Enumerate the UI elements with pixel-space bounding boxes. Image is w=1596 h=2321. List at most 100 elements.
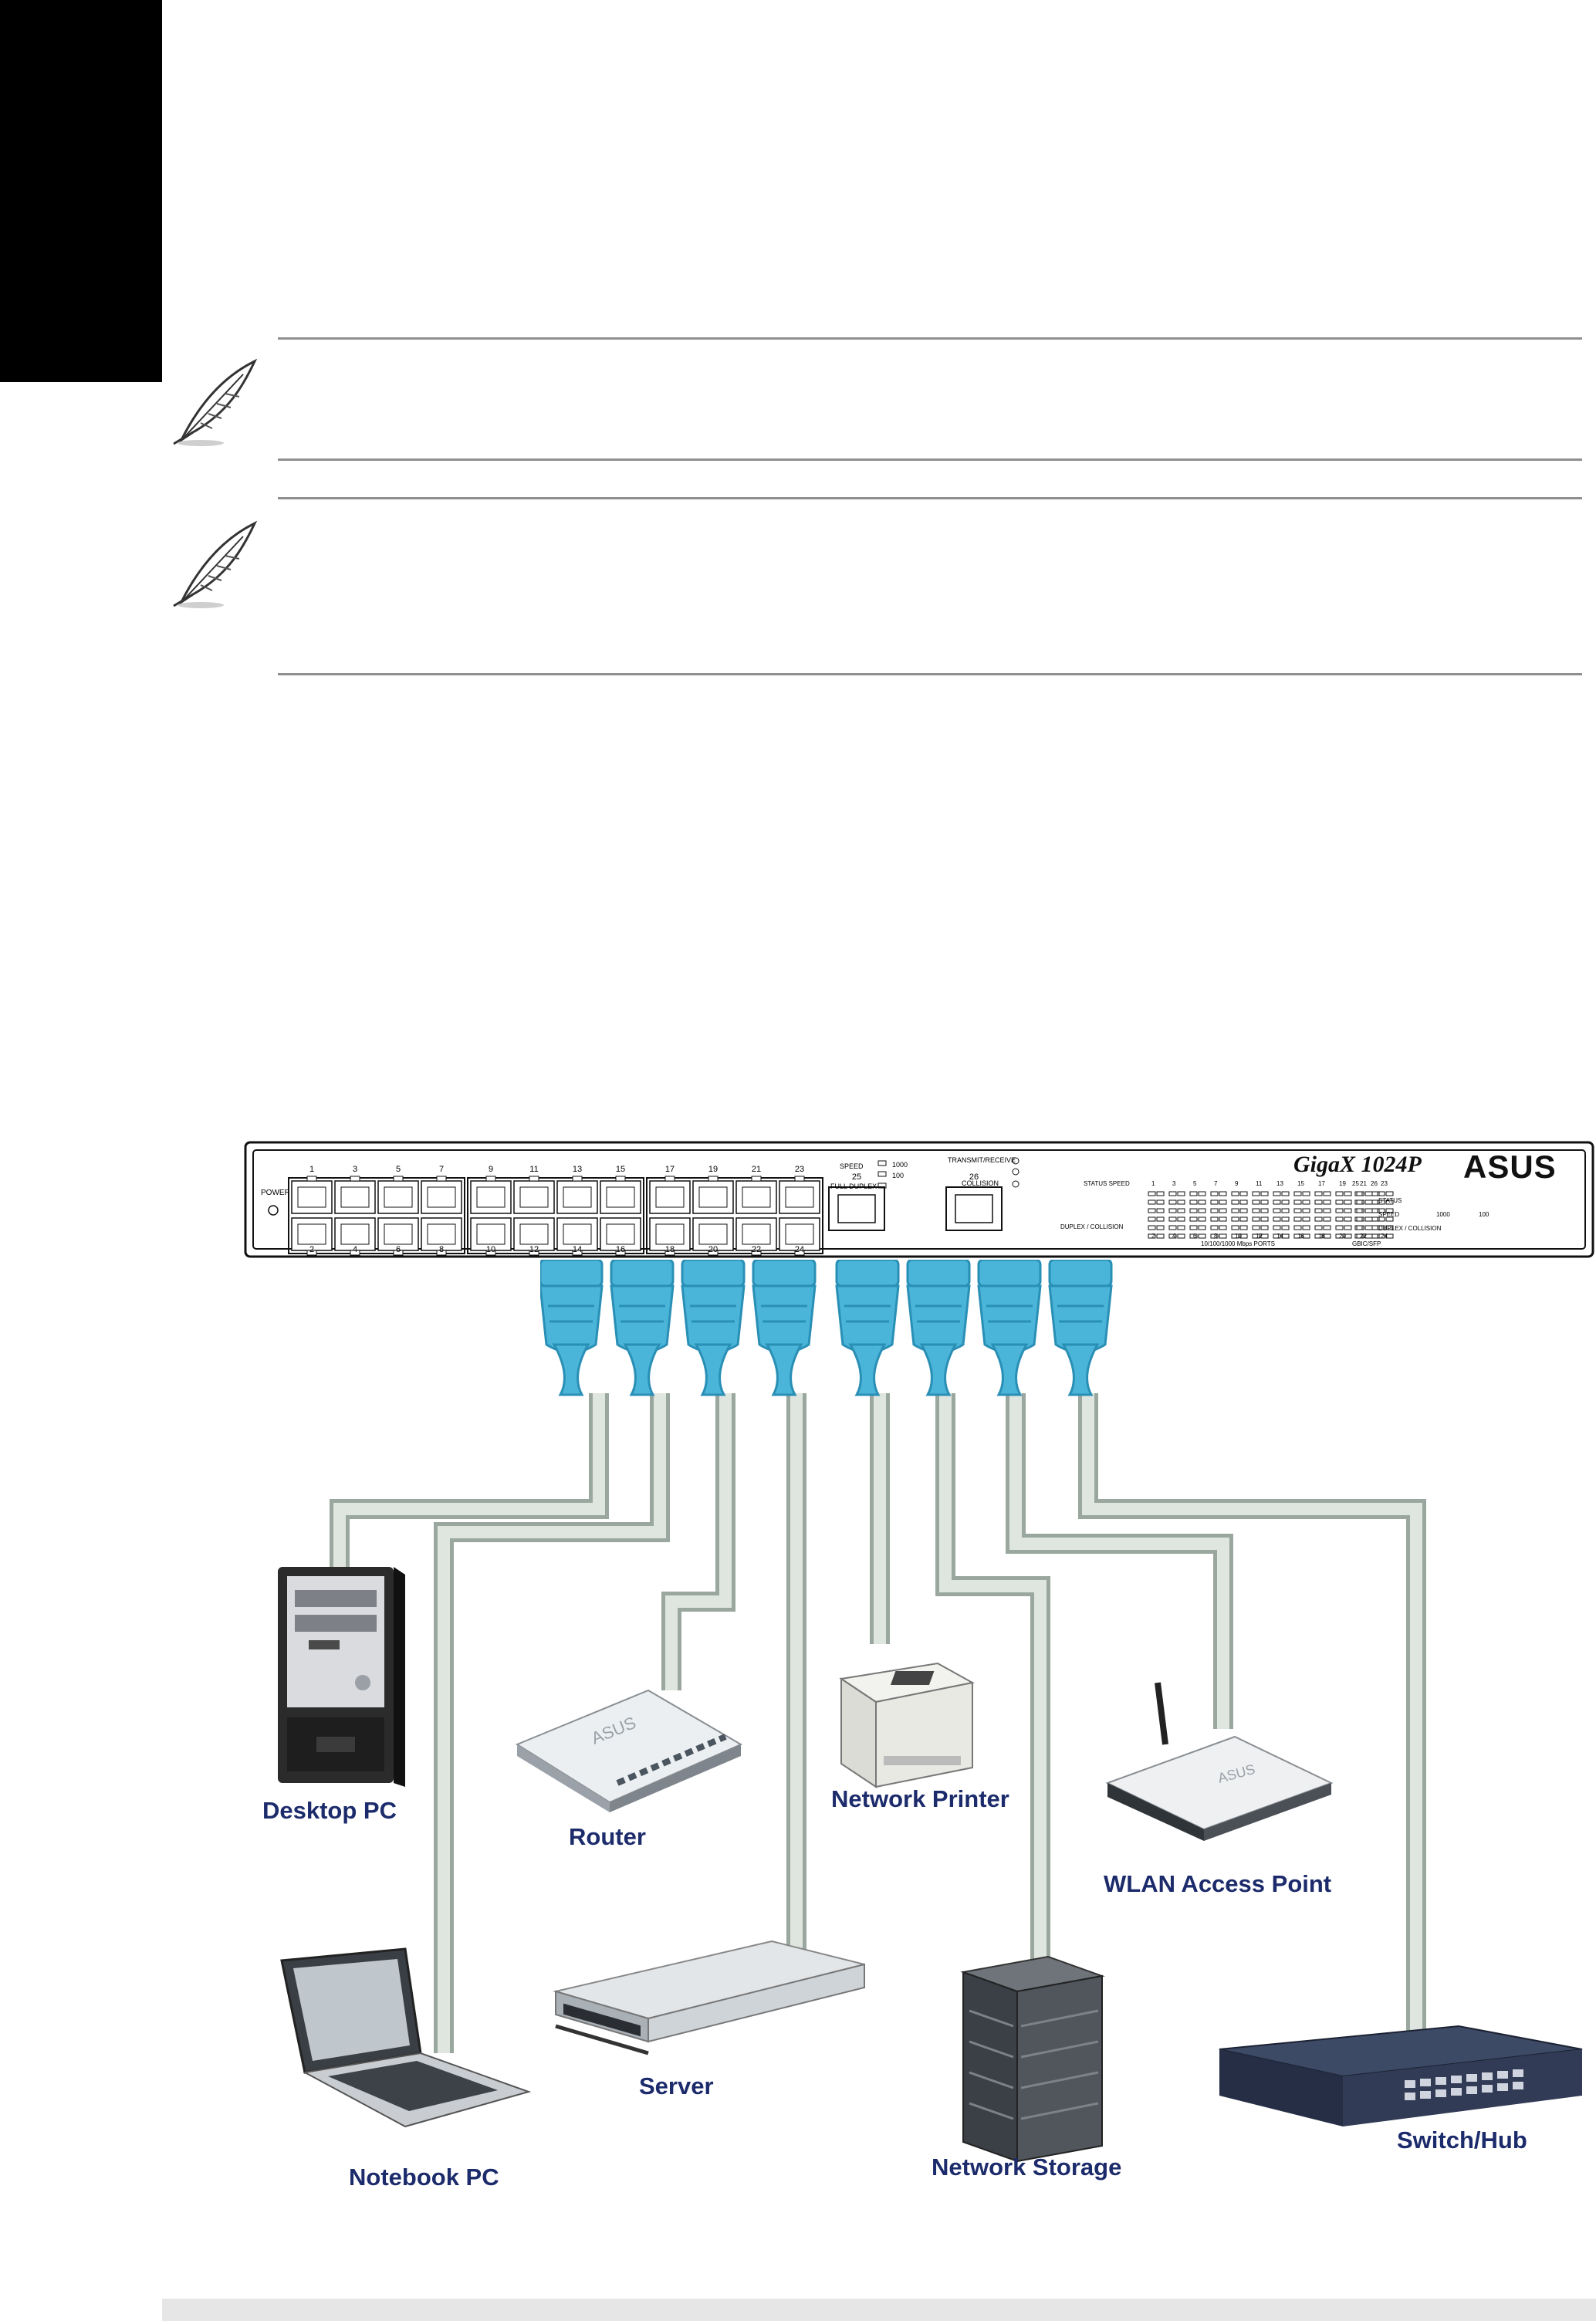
port-led xyxy=(1344,1208,1352,1213)
port-led xyxy=(1252,1199,1260,1205)
port-led xyxy=(1210,1216,1219,1222)
led-port-number: 8 xyxy=(1214,1233,1218,1240)
note2-bottom-rule xyxy=(278,673,1582,675)
rj45-port[interactable] xyxy=(470,1176,512,1214)
port-led xyxy=(1219,1199,1227,1205)
svg-text:100: 100 xyxy=(1479,1211,1489,1218)
port-led xyxy=(1314,1216,1323,1222)
note2-quill-icon xyxy=(173,520,258,608)
rj45-port[interactable] xyxy=(513,1176,555,1214)
port-led xyxy=(1239,1216,1248,1222)
port-led xyxy=(1385,1216,1394,1222)
port-led xyxy=(1231,1199,1239,1205)
uplink-port-25[interactable]: 25 xyxy=(828,1172,885,1231)
port-led xyxy=(1210,1233,1219,1239)
port-led xyxy=(1177,1191,1185,1196)
port-led xyxy=(1239,1225,1248,1230)
rj45-port[interactable] xyxy=(692,1176,734,1214)
port-led xyxy=(1344,1199,1352,1205)
network-cable xyxy=(1078,1393,1426,2045)
rj45-port[interactable] xyxy=(779,1217,820,1256)
rj45-port[interactable] xyxy=(600,1176,641,1214)
rj45-port[interactable] xyxy=(513,1217,555,1256)
port-led xyxy=(1335,1191,1344,1196)
port-led xyxy=(1273,1208,1281,1213)
rj45-port[interactable] xyxy=(735,1217,777,1256)
port-led xyxy=(1198,1225,1206,1230)
rj45-port[interactable] xyxy=(377,1176,419,1214)
svg-text:SPEED: SPEED xyxy=(1378,1211,1399,1218)
rj45-port[interactable] xyxy=(377,1217,419,1256)
port-led xyxy=(1189,1216,1198,1222)
port-led xyxy=(1189,1233,1198,1239)
switch-hub-label: Switch/Hub xyxy=(1397,2126,1527,2154)
led-port-number: 11 xyxy=(1256,1180,1263,1187)
uplink-led xyxy=(1371,1233,1380,1239)
network-cable xyxy=(661,1393,735,1690)
port-led xyxy=(1156,1199,1165,1205)
port-led xyxy=(1252,1216,1260,1222)
network-printer-label: Network Printer xyxy=(831,1785,1009,1812)
desktop-pc-icon xyxy=(278,1567,405,1787)
port-number: 20 xyxy=(708,1245,718,1254)
port-number: 21 xyxy=(752,1165,761,1174)
svg-text:26: 26 xyxy=(1371,1180,1378,1187)
svg-text:STATUS SPEED: STATUS SPEED xyxy=(1084,1180,1130,1187)
rj45-port[interactable] xyxy=(470,1217,512,1256)
port-led xyxy=(1148,1199,1156,1205)
rj45-port[interactable] xyxy=(421,1217,462,1256)
port-led xyxy=(1177,1225,1185,1230)
uplink-led xyxy=(1354,1216,1363,1222)
rj45-port[interactable] xyxy=(334,1176,376,1214)
port-number: 3 xyxy=(353,1165,357,1174)
uplink-led xyxy=(1354,1191,1363,1196)
port-number: 17 xyxy=(665,1165,675,1174)
rj45-port[interactable] xyxy=(556,1176,598,1214)
port-led xyxy=(1273,1216,1281,1222)
port-number: 1 xyxy=(309,1165,314,1174)
port-led xyxy=(1302,1191,1310,1196)
network-cable xyxy=(935,1393,1050,1976)
port-led xyxy=(1281,1225,1290,1230)
port-led xyxy=(1198,1208,1206,1213)
rj45-port[interactable] xyxy=(334,1217,376,1256)
rj45-port[interactable] xyxy=(649,1176,691,1214)
port-led xyxy=(1168,1233,1177,1239)
led-port-number: 22 xyxy=(1360,1233,1367,1240)
port-led xyxy=(1335,1225,1344,1230)
port-led xyxy=(1323,1208,1331,1213)
rj45-port[interactable] xyxy=(692,1217,734,1256)
rj45-port[interactable] xyxy=(779,1176,820,1214)
rj45-port[interactable] xyxy=(556,1217,598,1256)
port-led xyxy=(1148,1233,1156,1239)
uplink-port-26[interactable]: 26 xyxy=(945,1172,1003,1231)
port-led xyxy=(1148,1191,1156,1196)
rj45-port[interactable] xyxy=(735,1176,777,1214)
svg-text:GBIC/SFP: GBIC/SFP xyxy=(1352,1240,1381,1247)
power-led: POWER xyxy=(261,1189,290,1216)
rj45-port[interactable] xyxy=(649,1217,691,1256)
note-bottom-rule xyxy=(278,458,1582,461)
port-number: 8 xyxy=(439,1245,444,1254)
rj45-port[interactable] xyxy=(291,1217,333,1256)
led-port-number: 16 xyxy=(1297,1233,1304,1240)
port-led xyxy=(1210,1191,1219,1196)
note-quill-icon xyxy=(173,358,258,446)
server-label: Server xyxy=(639,2072,714,2099)
rj45-port[interactable] xyxy=(291,1176,333,1214)
led-port-number: 5 xyxy=(1193,1180,1197,1187)
port-led xyxy=(1344,1191,1352,1196)
port-led xyxy=(1344,1216,1352,1222)
rj45-connector xyxy=(835,1260,900,1396)
svg-text:ASUS: ASUS xyxy=(1463,1149,1557,1185)
rj45-port[interactable] xyxy=(421,1176,462,1214)
rj45-port[interactable] xyxy=(600,1217,641,1256)
port-number: 16 xyxy=(616,1245,625,1254)
led-port-number: 17 xyxy=(1318,1180,1325,1187)
port-led xyxy=(1385,1233,1394,1239)
port-led xyxy=(1293,1191,1302,1196)
port-led xyxy=(1260,1191,1269,1196)
